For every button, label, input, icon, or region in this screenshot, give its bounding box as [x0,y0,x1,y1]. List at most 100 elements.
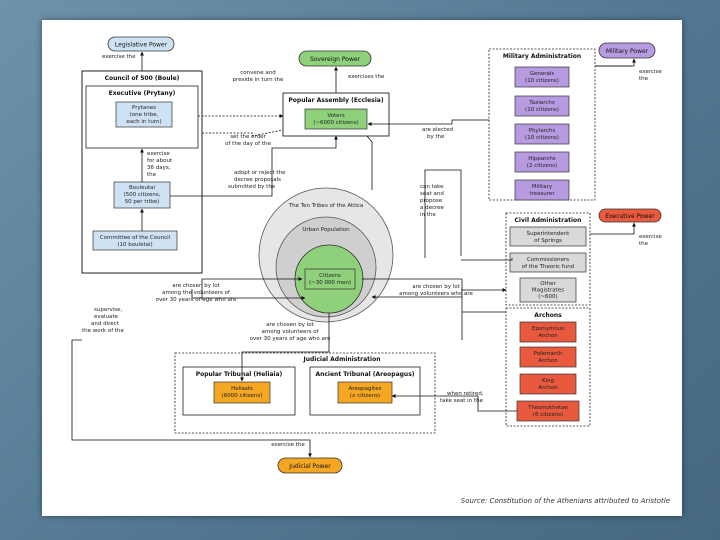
svg-text:Prytanes: Prytanes [132,105,156,111]
bouleutai-box: Bouleutai (500 citizens, 50 per tribe) [113,181,171,209]
label-exercise-executive: exercise the [639,234,662,247]
svg-text:(500 citizens,: (500 citizens, [124,192,161,198]
svg-text:Superintendent: Superintendent [527,231,571,237]
areopagites-box: Areopagites (x citizens) [337,381,393,404]
svg-text:(6 citizens): (6 citizens) [533,412,563,418]
svg-text:(2 citizens): (2 citizens) [527,163,557,169]
executive-power: Executive Power [598,208,662,223]
svg-text:Council of 500 (Boule): Council of 500 (Boule) [105,75,180,82]
label-set-order: set the order of the day of the [225,134,271,147]
label-exercise-days: exercise for about 36 days, the [147,151,173,178]
label-elected-by: are elected by the [422,127,453,140]
eponymous-archon-box: Eponymous Archon [519,321,577,343]
polemarch-archon-box: Polemarch Archon [519,346,577,368]
svg-text:Executive (Prytany): Executive (Prytany) [109,90,176,97]
svg-text:Committee of the Council: Committee of the Council [100,235,171,241]
svg-text:Hipparchs: Hipparchs [528,156,556,162]
svg-text:Thesmothetae: Thesmothetae [527,405,568,411]
svg-text:take seat in the: take seat in the [440,398,484,404]
svg-text:Archons: Archons [534,312,562,319]
label-exercise-legislative: exercise the [102,54,136,60]
svg-text:Popular Assembly (Ecclesia): Popular Assembly (Ecclesia) [288,97,383,104]
svg-text:adopt or reject the: adopt or reject the [234,170,286,176]
label-adopt-reject: adopt or reject the decree proposals sub… [228,170,286,190]
svg-text:can take: can take [420,184,444,190]
svg-text:are chosen by lot: are chosen by lot [266,322,314,328]
svg-text:among volunteers of: among volunteers of [261,329,319,335]
urban-population-label: Urban Population [302,227,350,233]
svg-text:exercise: exercise [639,69,662,75]
svg-text:Judicial Administration: Judicial Administration [302,356,380,363]
judicial-power: Judicial Power [277,457,343,474]
hipparchs-box: Hipparchs (2 citizens) [514,151,570,173]
svg-text:King: King [542,378,554,384]
svg-text:Military Administration: Military Administration [503,53,581,60]
svg-text:Civil Administration: Civil Administration [515,217,582,224]
svg-text:the: the [639,76,649,82]
svg-text:Archon: Archon [538,358,558,364]
citizens-box: Citizens (~30 000 men) [304,268,356,290]
prytanes-box: Prytanes (one tribe, each in turn) [115,101,173,128]
svg-text:exercise: exercise [147,151,170,157]
svg-text:evaluate: evaluate [94,314,119,320]
svg-text:convene and: convene and [240,70,275,76]
svg-text:the work of the: the work of the [82,328,125,334]
svg-text:are chosen by lot: are chosen by lot [412,284,460,290]
king-archon-box: King Archon [519,373,577,395]
svg-text:Popular Tribunal (Heliaia): Popular Tribunal (Heliaia) [196,371,283,378]
heliasts-box: Heliasts (6000 citizens) [213,381,271,404]
svg-text:and direct: and direct [91,321,120,327]
svg-text:Generals: Generals [530,71,555,77]
label-supervise: supervise, evaluate and direct the work … [82,307,125,334]
label-chosen-left: are chosen by lot among the volunteers o… [156,283,237,303]
svg-text:treasurer: treasurer [529,191,555,197]
svg-text:are elected: are elected [422,127,453,133]
svg-text:Judicial Power: Judicial Power [288,463,331,470]
svg-text:Taxiarchs: Taxiarchs [528,100,555,106]
svg-text:(one tribe,: (one tribe, [130,112,159,118]
svg-text:(~6000 citizens): (~6000 citizens) [313,120,359,126]
svg-text:Ancient Tribunal (Areopagus): Ancient Tribunal (Areopagus) [315,371,414,378]
svg-text:36 days,: 36 days, [147,165,171,171]
svg-text:Sovereign Power: Sovereign Power [310,56,361,63]
svg-text:a decree: a decree [420,205,445,211]
label-chosen-mid: are chosen by lot among volunteers of ov… [250,322,331,342]
label-exercise-military: exercise the [639,69,662,82]
svg-text:propose: propose [420,198,443,204]
svg-text:Areopagites: Areopagites [349,386,382,392]
svg-text:(6000 citizens): (6000 citizens) [222,393,263,399]
svg-text:supervise,: supervise, [94,307,123,313]
svg-text:(10 citizens): (10 citizens) [525,78,559,84]
svg-text:of Springs: of Springs [534,238,562,244]
svg-text:Phylarchs: Phylarchs [529,128,556,134]
thesmothetae-box: Thesmothetae (6 citizens) [516,400,580,422]
svg-text:Legislative Power: Legislative Power [115,42,168,49]
svg-text:over 30 years of age who are: over 30 years of age who are [250,336,331,342]
svg-text:Archon: Archon [538,385,558,391]
label-chosen-right: are chosen by lot among volunteers who a… [399,284,473,297]
svg-text:by the: by the [427,134,445,140]
svg-text:over 30 years of age who are: over 30 years of age who are [156,297,237,303]
committee-box: Committee of the Council (10 bouletai) [92,230,178,251]
svg-text:Commissioners: Commissioners [527,257,569,263]
diagram-card: Legislative Power Sovereign Power Milita… [42,20,682,516]
svg-text:(~600): (~600) [538,294,557,300]
svg-text:of the Theoric fund: of the Theoric fund [522,264,574,270]
voters-box: Voters (~6000 citizens) [304,108,368,130]
label-exercises-sovereign: exercises the [348,74,385,80]
svg-text:Voters: Voters [327,113,345,119]
legislative-power: Legislative Power [107,36,175,52]
svg-text:are chosen by lot: are chosen by lot [172,283,220,289]
svg-text:exercise: exercise [639,234,662,240]
generals-box: Generals (10 citizens) [514,66,570,88]
svg-text:seat and: seat and [420,191,444,197]
svg-text:Polemarch: Polemarch [534,351,563,357]
source-citation: Source: Constitution of the Athenians at… [461,497,670,505]
svg-text:decree proposals: decree proposals [234,177,281,183]
label-can-take: can take seat and propose a decree in th… [420,184,445,218]
taxiarchs-box: Taxiarchs (10 citizens) [514,95,570,117]
svg-text:each in turn): each in turn) [126,119,161,125]
phylarchs-box: Phylarchs (10 citizens) [514,123,570,145]
svg-text:of the day of the: of the day of the [225,141,271,147]
